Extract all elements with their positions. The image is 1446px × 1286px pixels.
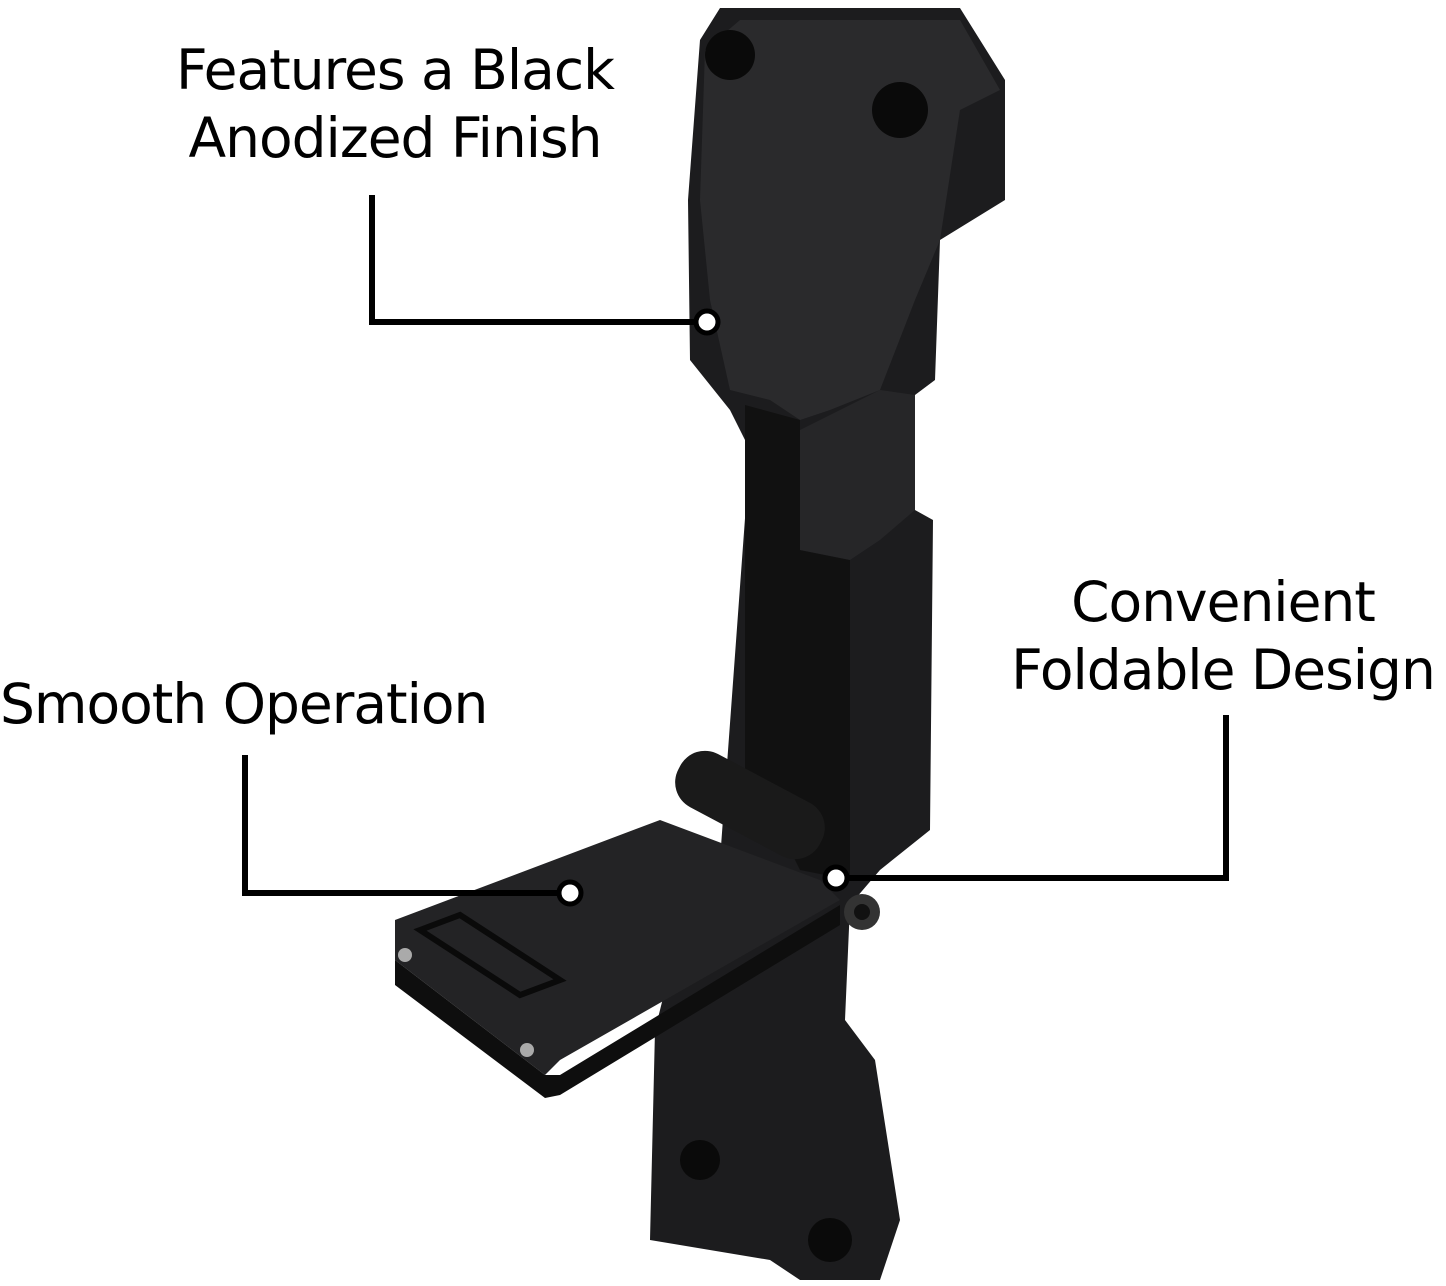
callout-dot-smooth	[556, 879, 584, 907]
callout-finish-line1: Features a Black	[176, 38, 615, 102]
callout-line-smooth	[242, 755, 570, 896]
bracket-body	[650, 8, 1005, 1280]
callout-foldable-line2: Foldable Design	[1011, 638, 1436, 702]
callout-dot-finish	[693, 308, 721, 336]
callout-smooth-label: Smooth Operation	[0, 670, 505, 738]
callout-finish-line2: Anodized Finish	[188, 106, 603, 170]
callout-foldable-line1: Convenient	[1071, 570, 1376, 634]
callout-foldable-label: Convenient Foldable Design	[1000, 568, 1446, 704]
callout-line-finish	[369, 195, 707, 325]
callout-finish-label: Features a Black Anodized Finish	[140, 36, 650, 172]
folding-step	[395, 750, 840, 1098]
callout-smooth-line1: Smooth Operation	[0, 672, 488, 736]
callout-dot-foldable	[822, 864, 850, 892]
callout-line-foldable	[836, 715, 1229, 881]
